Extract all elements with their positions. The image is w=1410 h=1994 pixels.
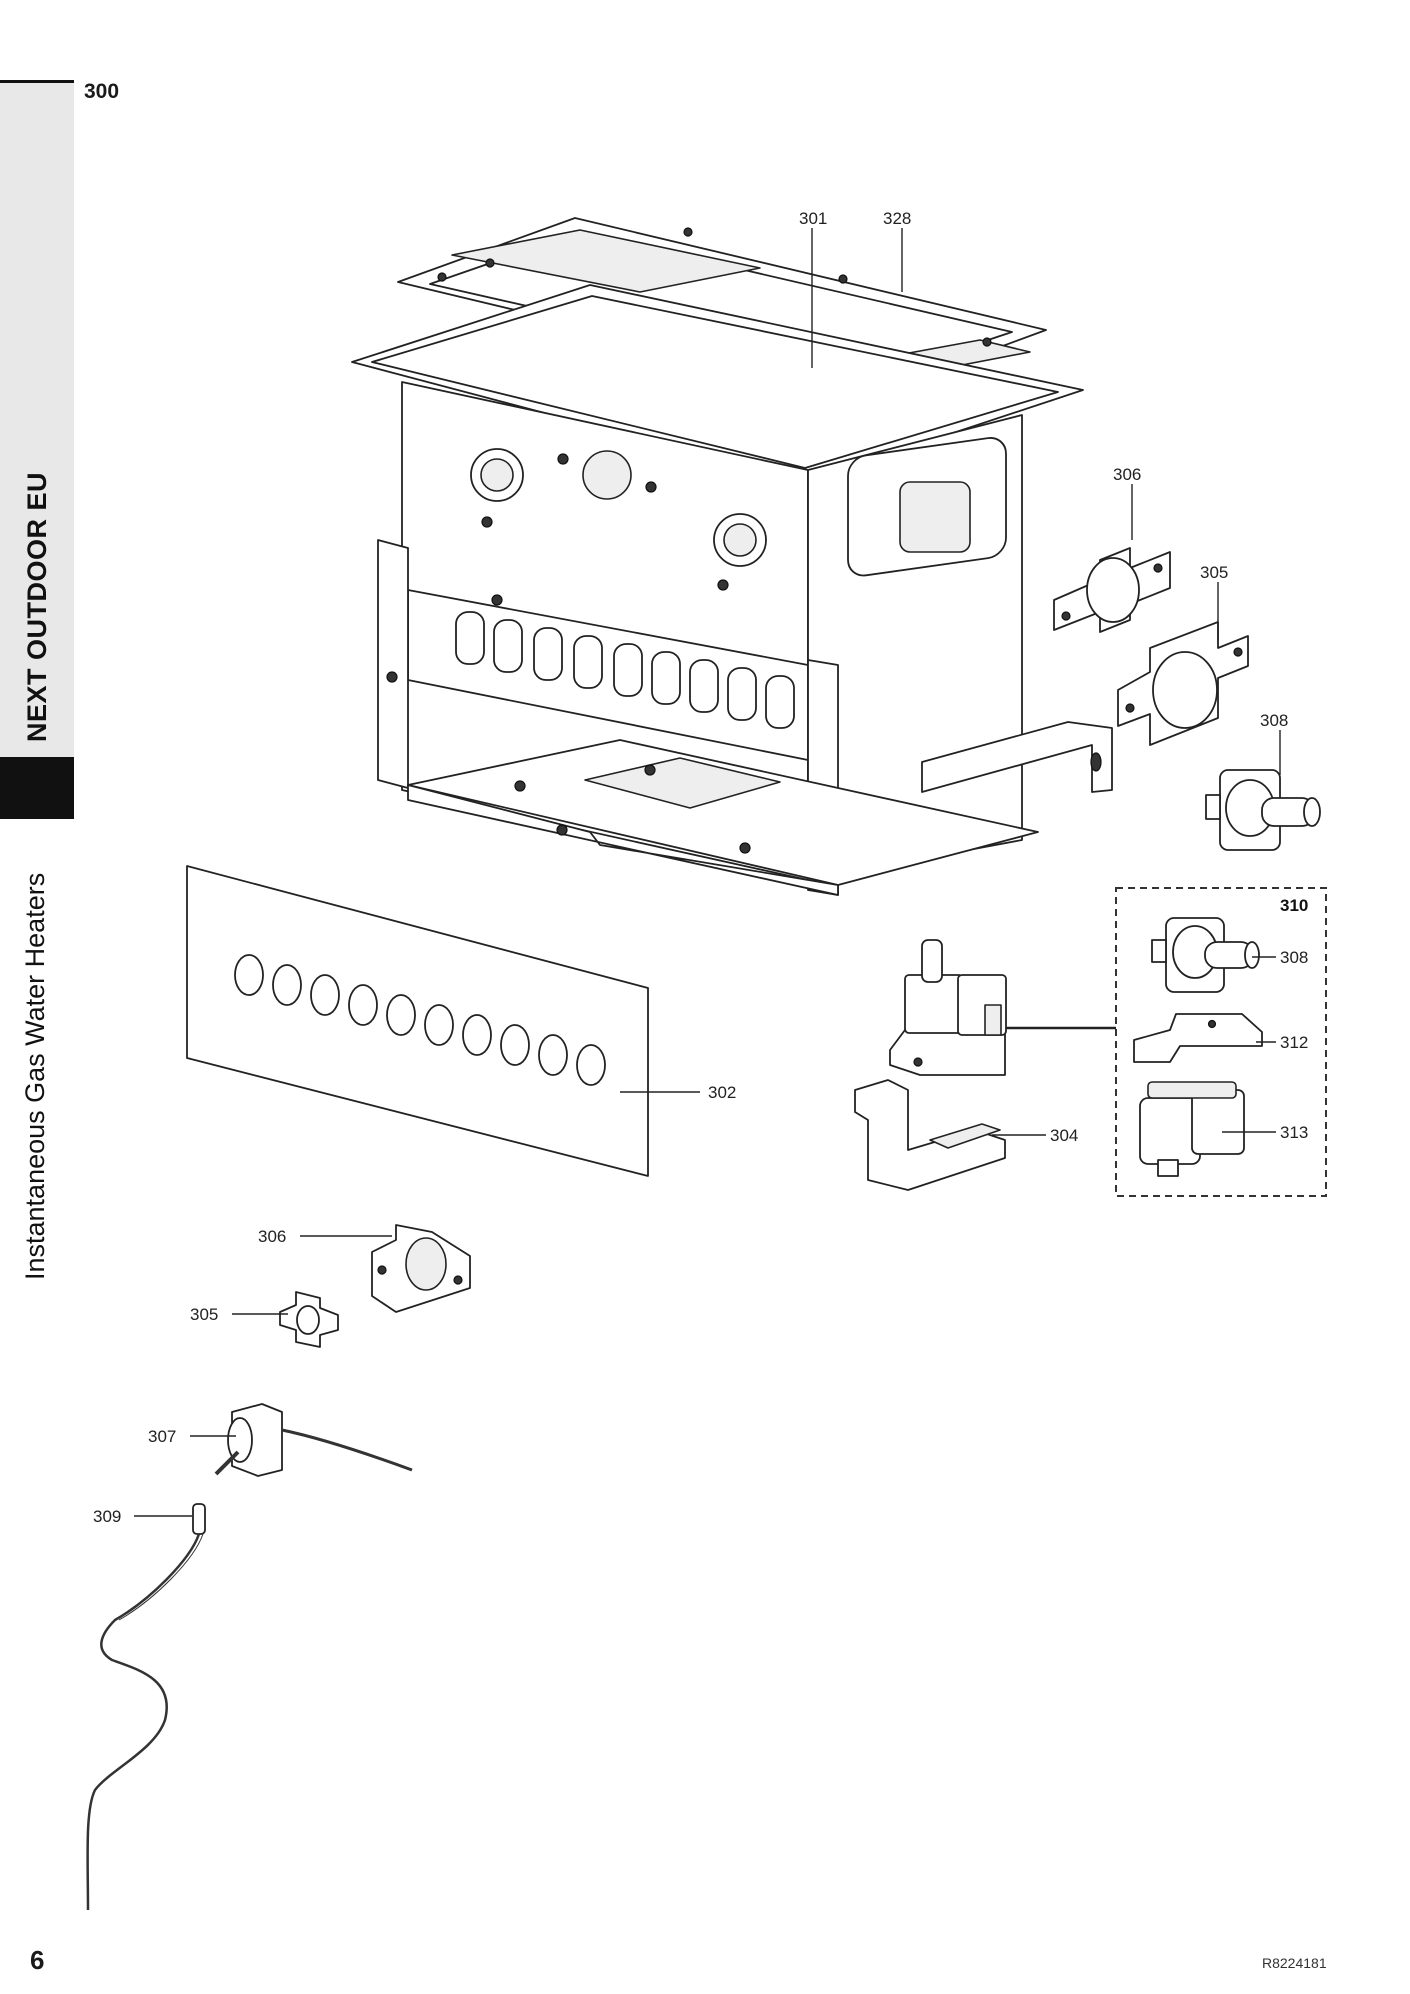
part-308-igniter [1205, 769, 1321, 851]
callout-307: 307 [148, 1427, 176, 1446]
callout-306: 306 [1113, 465, 1141, 484]
part-305-flange-lower [279, 1291, 339, 1348]
part-302-front-panel [186, 865, 649, 1177]
kit-bracket-312 [1133, 1013, 1263, 1063]
part-306-gasket-right [1053, 547, 1171, 633]
callout-labels: 301 328 306 305 308 310 308 312 313 302 … [93, 209, 1308, 1526]
part-305-flange-right [1117, 621, 1249, 746]
callout-310: 310 [1280, 896, 1308, 915]
side-black-tab [0, 757, 74, 819]
callout-308: 308 [1260, 711, 1288, 730]
kit-igniter-308 [1151, 917, 1260, 993]
callout-313: 313 [1280, 1123, 1308, 1142]
panel-holes [234, 954, 606, 1086]
callout-308-kit: 308 [1280, 948, 1308, 967]
document-reference: R8224181 [1262, 1955, 1327, 1971]
callout-302: 302 [708, 1083, 736, 1102]
leader-lines [134, 228, 1281, 1517]
callout-312: 312 [1280, 1033, 1308, 1052]
main-housing [351, 284, 1113, 896]
burner-holes [455, 611, 795, 729]
kit-valve-313 [1139, 1081, 1245, 1177]
callout-304: 304 [1050, 1126, 1078, 1145]
kit-310-box [1115, 887, 1327, 1197]
callout-305-lower: 305 [190, 1305, 218, 1324]
side-band [0, 83, 74, 757]
callout-306-lower: 306 [258, 1227, 286, 1246]
callout-328: 328 [883, 209, 911, 228]
control-transformer [889, 939, 1007, 1076]
part-304-bracket [854, 1079, 1006, 1191]
part-309-probe [86, 1503, 206, 1911]
page-number: 6 [30, 1945, 45, 1975]
callout-305: 305 [1200, 563, 1228, 582]
part-306-gasket-lower [371, 1224, 471, 1313]
callout-301: 301 [799, 209, 827, 228]
part-307-sensor [214, 1403, 413, 1477]
section-number: 300 [84, 80, 120, 103]
callout-309: 309 [93, 1507, 121, 1526]
